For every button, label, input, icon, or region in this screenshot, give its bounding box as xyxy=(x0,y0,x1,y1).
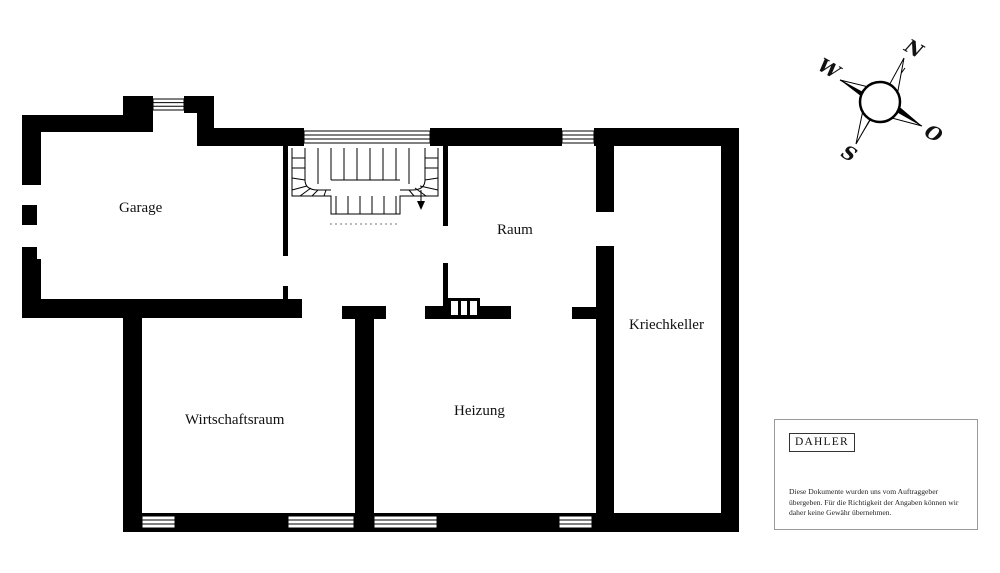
disclaimer-box: DAHLER Diese Dokumente wurden uns vom Au… xyxy=(774,419,978,530)
stair-direction-arrow xyxy=(417,201,425,210)
walls xyxy=(22,96,739,532)
wall xyxy=(22,115,41,185)
room-label-garage: Garage xyxy=(119,200,163,216)
staircase xyxy=(291,148,439,225)
wall xyxy=(283,286,288,306)
wall xyxy=(123,299,142,532)
wall xyxy=(22,247,37,259)
wall xyxy=(123,96,153,132)
windows xyxy=(141,98,595,529)
window xyxy=(303,130,431,144)
window xyxy=(287,515,355,529)
brand-logo: DAHLER xyxy=(789,433,855,452)
window xyxy=(561,130,595,144)
room-label-raum: Raum xyxy=(497,222,533,238)
wall xyxy=(22,205,37,225)
wall xyxy=(594,128,739,146)
wall xyxy=(430,128,562,146)
wall xyxy=(443,263,448,306)
window xyxy=(152,98,185,111)
wall xyxy=(197,128,304,146)
wall xyxy=(596,246,614,532)
disclaimer-text: Diese Dokumente wurden uns vom Auftragge… xyxy=(789,487,959,518)
chimney xyxy=(448,298,480,315)
window xyxy=(558,515,593,529)
compass-rose xyxy=(839,57,923,145)
wall xyxy=(572,307,596,319)
window xyxy=(141,515,176,529)
wall xyxy=(596,128,614,212)
wall xyxy=(283,146,288,256)
room-label-wirtschaftsraum: Wirtschaftsraum xyxy=(185,412,285,428)
wall xyxy=(22,115,140,132)
room-label-kriechkeller: Kriechkeller xyxy=(629,317,704,333)
wall xyxy=(443,146,448,226)
wall xyxy=(721,128,739,532)
room-label-heizung: Heizung xyxy=(454,403,505,419)
wall xyxy=(22,299,302,318)
compass-circle xyxy=(858,80,902,124)
window xyxy=(373,515,438,529)
wall xyxy=(355,306,374,532)
